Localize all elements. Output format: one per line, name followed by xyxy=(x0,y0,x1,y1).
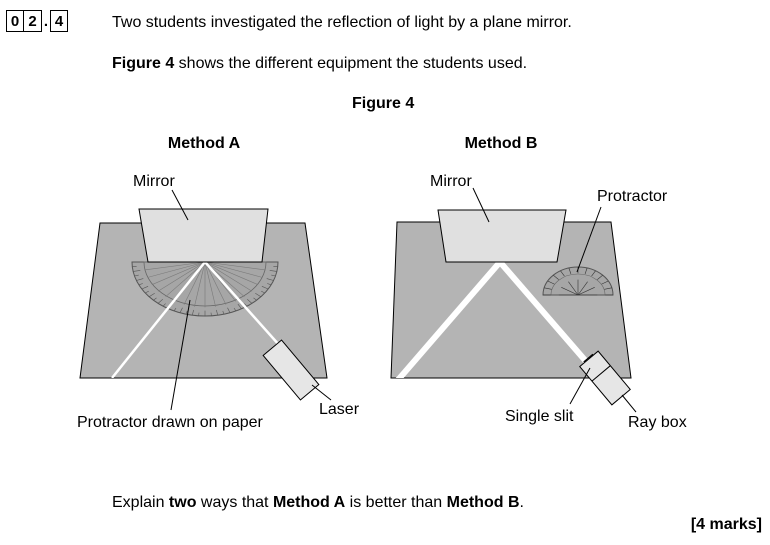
method-b-mirror-label: Mirror xyxy=(430,173,472,190)
method-a-laser xyxy=(262,339,320,401)
method-b-protractor-leader xyxy=(576,206,602,273)
prompt-text: Explain xyxy=(112,494,169,511)
question-digit: 2 xyxy=(24,10,42,32)
figure-ref: Figure 4 xyxy=(112,55,175,72)
prompt-text: is better than xyxy=(345,494,447,511)
method-a-protractor-leader xyxy=(170,299,191,411)
figure-intro: Figure 4 shows the different equipment t… xyxy=(112,55,527,73)
figure-intro-rest: shows the different equipment the studen… xyxy=(174,55,528,72)
method-a-title: Method A xyxy=(168,135,241,152)
prompt-bold: two xyxy=(168,494,197,511)
prompt-text: . xyxy=(519,494,524,511)
prompt-bold: Method A xyxy=(272,494,346,511)
method-a-diagram: Method A Mirror Laser Protractor drawn o… xyxy=(77,135,360,431)
question-dot: . xyxy=(43,12,49,30)
question-digit: 0 xyxy=(6,10,24,32)
method-a-laser-leader xyxy=(311,384,332,401)
method-b-mirror-leader xyxy=(472,187,490,223)
method-b-mirror xyxy=(437,209,567,263)
method-b-ray-box xyxy=(579,350,631,406)
method-a-mirror xyxy=(138,208,269,263)
method-a-mirror-label: Mirror xyxy=(133,173,175,190)
method-a-mirror-leader xyxy=(171,189,189,221)
method-a-laser-label: Laser xyxy=(319,401,360,418)
method-b-incident-ray xyxy=(497,260,593,368)
question-intro: Two students investigated the reflection… xyxy=(112,14,572,31)
method-b-raybox-leader xyxy=(621,394,637,413)
method-b-slit-leader xyxy=(569,367,591,405)
method-b-title: Method B xyxy=(465,135,538,152)
prompt-text: ways that xyxy=(196,494,273,511)
method-b-protractor-lines xyxy=(543,267,613,296)
prompt-bold: Method B xyxy=(446,494,520,511)
question-prompt: Explain two ways that Method A is better… xyxy=(112,494,524,512)
method-a-incident-ray xyxy=(204,261,281,347)
method-a-protractor-label: Protractor drawn on paper xyxy=(77,414,264,431)
method-b-slit-label: Single slit xyxy=(505,408,574,425)
method-b-diagram: Method B Mirror Protractor Single slit R… xyxy=(390,135,687,431)
method-b-single-slit xyxy=(583,353,594,363)
question-digit: 4 xyxy=(50,10,68,32)
method-b-reflected-ray xyxy=(395,260,503,378)
figure-title: Figure 4 xyxy=(352,95,415,112)
question-number: 0 2 . 4 xyxy=(6,10,68,32)
method-b-raybox-label: Ray box xyxy=(628,414,687,431)
method-a-protractor-ticks xyxy=(132,261,278,316)
method-b-protractor-inner-arc xyxy=(550,273,606,296)
method-b-protractor-label: Protractor xyxy=(597,188,668,205)
method-a-reflected-ray xyxy=(111,261,206,378)
marks-label: [4 marks] xyxy=(690,516,762,533)
